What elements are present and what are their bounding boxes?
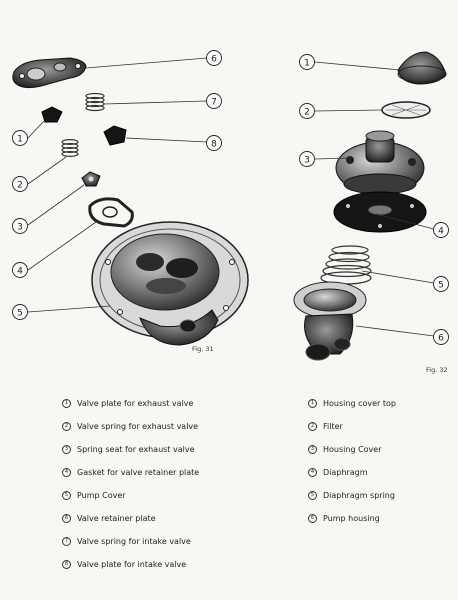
legend-number: 4 — [62, 468, 71, 477]
callout-circle — [299, 54, 315, 70]
callout-number: 1 — [304, 59, 310, 69]
callout-circle — [299, 151, 315, 167]
legend-item: 5 Diaphragm spring — [308, 484, 396, 507]
legend-item: 1 Valve plate for exhaust valve — [62, 392, 199, 415]
callout-number: 2 — [17, 181, 23, 191]
legend-text: Diaphragm spring — [323, 491, 395, 500]
legend-text: Valve spring for intake valve — [77, 537, 191, 546]
callout-circle — [206, 50, 222, 66]
legend-text: Filter — [323, 422, 343, 431]
legend-number: 8 — [62, 560, 71, 569]
legend-text: Housing cover top — [323, 399, 396, 408]
callout-number: 3 — [304, 156, 310, 166]
fig32-legend: 1 Housing cover top 2 Filter 3 Housing Cove… — [308, 392, 396, 530]
legend-number: 5 — [308, 491, 317, 500]
callout-number: 4 — [438, 227, 444, 237]
fig31-label: Fig. 31 — [192, 345, 214, 353]
legend-item: 5 Pump Cover — [62, 484, 199, 507]
fig31-part-gasket — [88, 197, 134, 228]
legend-number: 3 — [308, 445, 317, 454]
callout-circle — [12, 176, 28, 192]
callout-circle — [433, 222, 449, 238]
callout-circle — [206, 93, 222, 109]
callout-circle — [12, 262, 28, 278]
legend-number: 2 — [62, 422, 71, 431]
legend-item: 6 Valve retainer plate — [62, 507, 199, 530]
callout-number: 5 — [17, 309, 23, 319]
legend-number: 6 — [308, 514, 317, 523]
legend-text: Pump housing — [323, 514, 380, 523]
legend-item: 2 Filter — [308, 415, 396, 438]
legend-number: 3 — [62, 445, 71, 454]
fig31-part-spring-exhaust — [61, 139, 79, 158]
callout-number: 6 — [438, 334, 444, 344]
fig31-part-spring-intake — [85, 92, 105, 112]
legend-text: Valve spring for exhaust valve — [77, 422, 199, 431]
callout-number: 7 — [211, 98, 217, 108]
callout-number: 3 — [17, 223, 23, 233]
fig31-part-spring-seat — [81, 171, 101, 187]
callout-number: 4 — [17, 267, 23, 277]
fig32-part-diaphragm — [333, 191, 427, 233]
callout-circle — [12, 218, 28, 234]
fig31-part-pump-cover — [91, 221, 249, 346]
legend-number: 1 — [62, 399, 71, 408]
legend-text: Pump Cover — [77, 491, 126, 500]
callout-number: 8 — [211, 140, 217, 150]
legend-text: Valve plate for intake valve — [77, 560, 187, 569]
legend-item: 4 Diaphragm — [308, 461, 396, 484]
legend-text: Valve plate for exhaust valve — [77, 399, 194, 408]
callout-number: 2 — [304, 108, 310, 118]
legend-text: Spring seat for exhaust valve — [77, 445, 195, 454]
callout-circle — [12, 304, 28, 320]
callout-circles: 1 2 3 4 5 6 7 8 1 2 3 4 5 6 — [12, 50, 449, 345]
fig31-part-valve-retainer-plate — [12, 57, 87, 89]
callout-circle — [206, 135, 222, 151]
callout-number: 1 — [17, 135, 23, 145]
legend-item: 3 Housing Cover — [308, 438, 396, 461]
legend-number: 5 — [62, 491, 71, 500]
legend-text: Housing Cover — [323, 445, 382, 454]
fig32-part-pump-housing — [293, 281, 367, 361]
fig31-leader-lines — [27, 57, 208, 313]
legend-item: 2 Valve spring for exhaust valve — [62, 415, 199, 438]
fig31-part-valve-plate-exhaust — [41, 106, 63, 123]
legend-item: 8 Valve plate for intake valve — [62, 553, 199, 576]
fig32-part-filter — [381, 101, 431, 119]
legend-item: 1 Housing cover top — [308, 392, 396, 415]
callout-circle — [12, 130, 28, 146]
fig32-part-housing-cover-top — [397, 51, 447, 85]
callout-number: 6 — [211, 55, 217, 65]
legend-item: 3 Spring seat for exhaust valve — [62, 438, 199, 461]
legend-item: 6 Pump housing — [308, 507, 396, 530]
legend-number: 1 — [308, 399, 317, 408]
legend-text: Diaphragm — [323, 468, 368, 477]
fig32-label: Fig. 32 — [426, 366, 448, 374]
callout-circle — [433, 329, 449, 345]
legend-number: 2 — [308, 422, 317, 431]
legend-number: 7 — [62, 537, 71, 546]
callout-circle — [433, 276, 449, 292]
legend-item: 4 Gasket for valve retainer plate — [62, 461, 199, 484]
legend-number: 4 — [308, 468, 317, 477]
fig32-part-housing-cover — [335, 130, 425, 195]
legend-number: 6 — [62, 514, 71, 523]
fig31-part-valve-plate-intake — [103, 125, 127, 146]
legend-text: Valve retainer plate — [77, 514, 156, 523]
legend-item: 7 Valve spring for intake valve — [62, 530, 199, 553]
callout-number: 5 — [438, 281, 444, 291]
callout-circle — [299, 103, 315, 119]
fig32-leader-lines — [314, 61, 435, 337]
fig32-part-diaphragm-spring — [320, 245, 372, 285]
legend-text: Gasket for valve retainer plate — [77, 468, 200, 477]
